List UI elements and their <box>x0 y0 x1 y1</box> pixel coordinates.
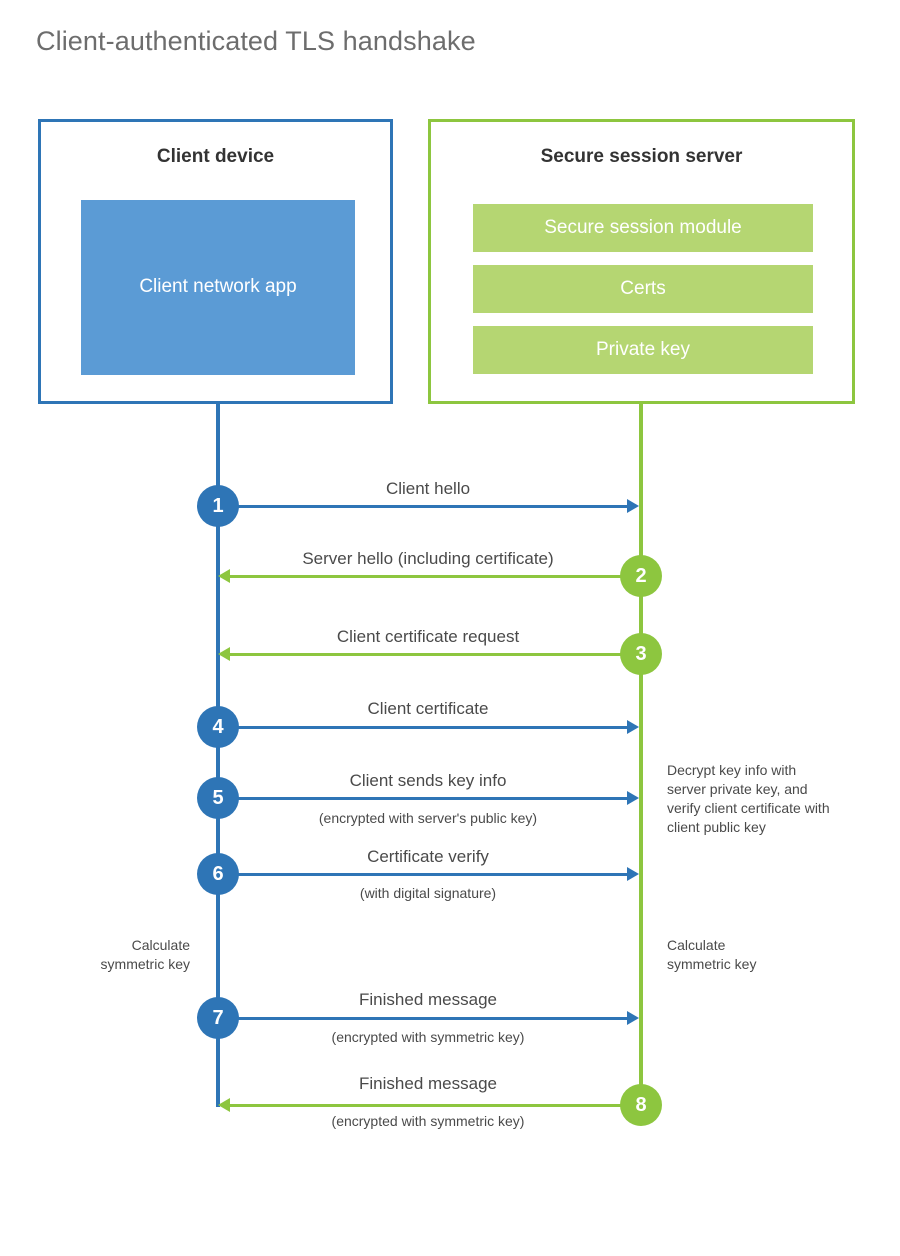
message-label-4: Client certificate <box>367 699 489 718</box>
secure-session-module-block: Secure session module <box>473 204 813 252</box>
note-client-calculate-symmetric-key: Calculate symmetric key <box>100 937 190 972</box>
client-lifeline <box>216 401 220 1107</box>
message-label-1: Client hello <box>385 479 471 498</box>
client-network-app-block: Client network app <box>81 200 355 375</box>
client-device-title: Client device <box>156 146 275 167</box>
client-device-box: Client device Client network app <box>38 119 393 404</box>
step-circle-7: 7 <box>197 997 239 1039</box>
step-circle-8: 8 <box>620 1084 662 1126</box>
step-circle-1: 1 <box>197 485 239 527</box>
message-sublabel-5: (encrypted with server's public key) <box>318 810 538 826</box>
step-circle-5: 5 <box>197 777 239 819</box>
page-title: Client-authenticated TLS handshake <box>36 26 476 56</box>
message-sublabel-8: (encrypted with symmetric key) <box>331 1113 525 1129</box>
message-label-5: Client sends key info <box>349 771 507 790</box>
message-sublabel-6: (with digital signature) <box>359 885 497 901</box>
note-server-decrypt: Decrypt key info with server private key… <box>667 762 830 835</box>
step-circle-6: 6 <box>197 853 239 895</box>
certs-block: Certs <box>473 265 813 313</box>
step-circle-4: 4 <box>197 706 239 748</box>
message-label-3: Client certificate request <box>336 627 520 646</box>
secure-session-server-box: Secure session server Secure session mod… <box>428 119 855 404</box>
step-circle-2: 2 <box>620 555 662 597</box>
private-key-block: Private key <box>473 326 813 374</box>
message-label-6: Certificate verify <box>367 847 489 866</box>
message-label-8: Finished message <box>359 1074 497 1093</box>
message-label-7: Finished message <box>359 990 497 1009</box>
message-sublabel-7: (encrypted with symmetric key) <box>331 1029 525 1045</box>
secure-session-server-title: Secure session server <box>540 146 743 167</box>
message-label-2: Server hello (including certificate) <box>302 549 554 568</box>
server-lifeline <box>639 401 643 1107</box>
note-server-calculate-symmetric-key: Calculate symmetric key <box>667 937 757 972</box>
step-circle-3: 3 <box>620 633 662 675</box>
